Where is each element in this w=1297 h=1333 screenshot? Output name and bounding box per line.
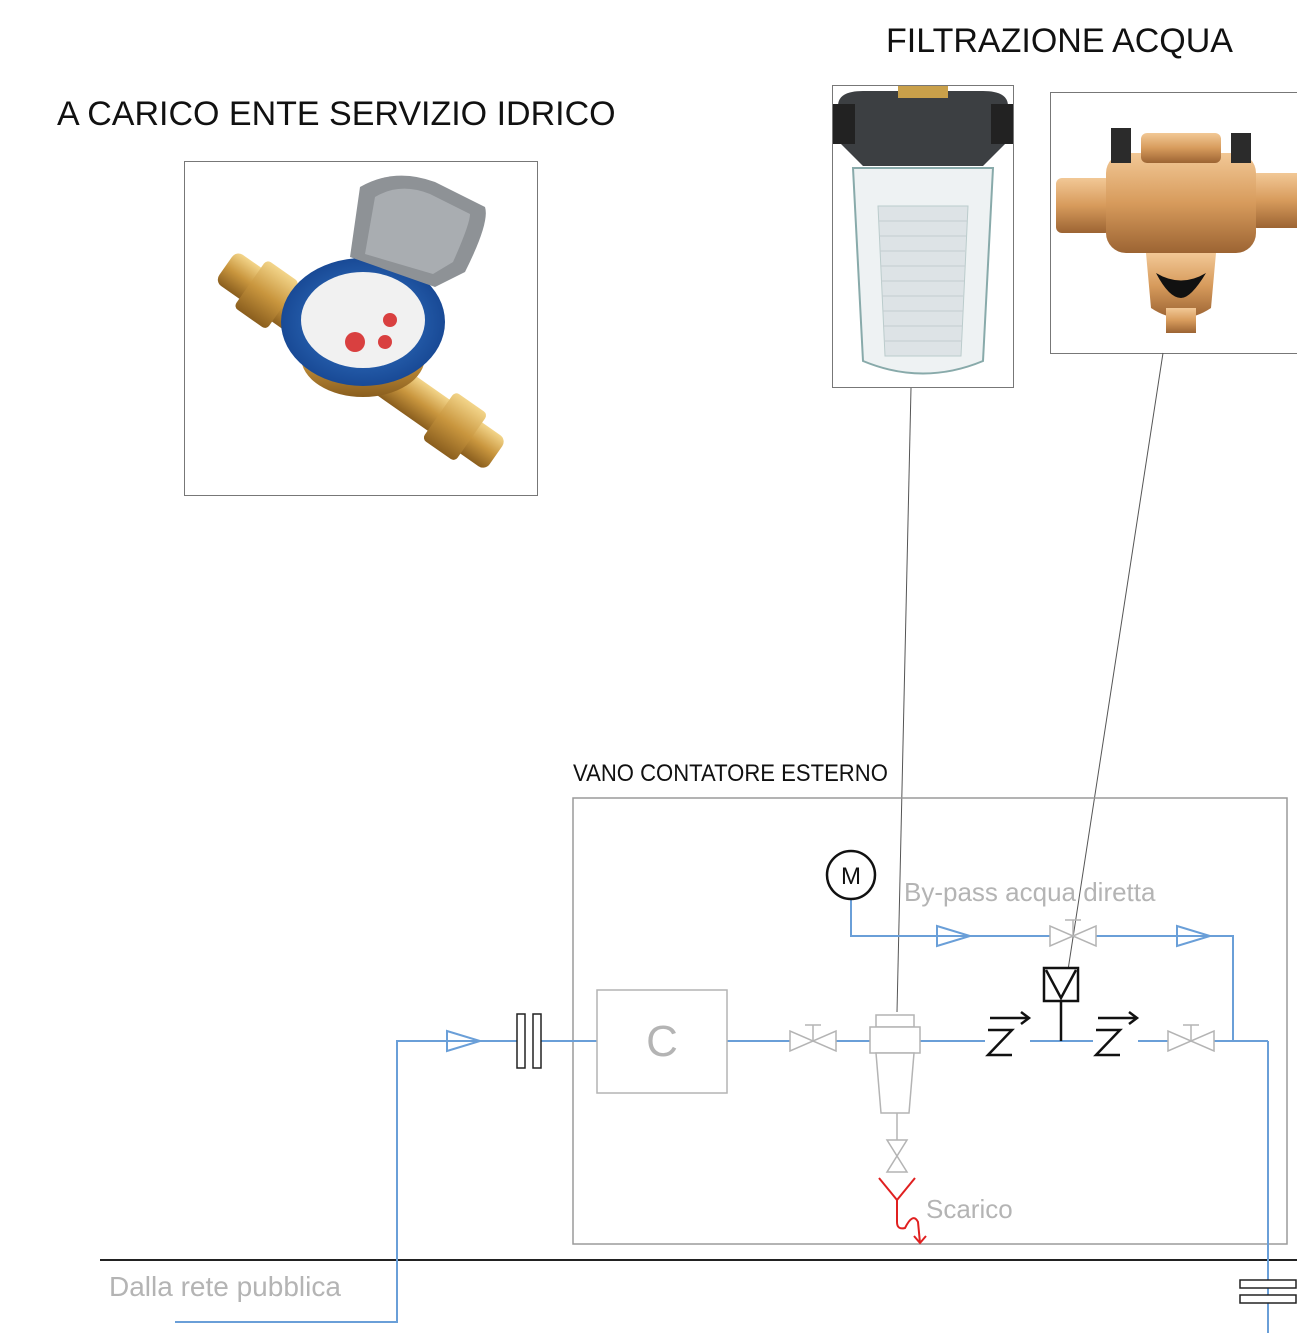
drain-label: Scarico — [926, 1194, 1013, 1224]
pressure-gauge-label: M — [841, 863, 861, 890]
flow-arrow — [1176, 924, 1214, 948]
meter-box — [596, 989, 728, 1094]
check-valves — [985, 1011, 1140, 1057]
pressure-gauge — [825, 849, 877, 901]
flow-arrow — [936, 924, 974, 948]
cartridge-filter-photo — [832, 85, 1014, 388]
filter-symbol — [869, 1014, 921, 1173]
utility-title: A CARICO ENTE SERVIZIO IDRICO — [57, 95, 616, 133]
filter-leader-line — [896, 387, 912, 1013]
meter-room-title: VANO CONTATORE ESTERNO — [573, 760, 888, 787]
valve-leader-line — [1067, 352, 1164, 971]
drain-symbol — [878, 1177, 927, 1245]
gate-valve — [1049, 919, 1097, 948]
meter-room-frame — [572, 797, 1288, 1245]
filtration-title: FILTRAZIONE ACQUA — [886, 22, 1233, 60]
meter-box-label: C — [646, 1017, 678, 1066]
flow-arrow — [446, 1029, 484, 1053]
water-meter-photo — [184, 161, 538, 496]
outlet-joint — [1239, 1279, 1297, 1304]
gate-valves — [789, 919, 1215, 1053]
backflow-preventer-symbol — [1042, 966, 1080, 1041]
gate-valve — [1167, 1024, 1215, 1053]
bypass-label: By-pass acqua diretta — [904, 877, 1156, 907]
insulating-joint — [516, 1013, 542, 1069]
pipe-network — [175, 898, 1269, 1333]
flow-arrows — [446, 924, 1214, 1053]
check-valve — [985, 1011, 1032, 1057]
backflow-preventer-photo — [1050, 92, 1297, 354]
check-valve — [1093, 1011, 1140, 1057]
supply-label: Dalla rete pubblica — [109, 1271, 341, 1302]
gate-valve — [789, 1024, 837, 1053]
